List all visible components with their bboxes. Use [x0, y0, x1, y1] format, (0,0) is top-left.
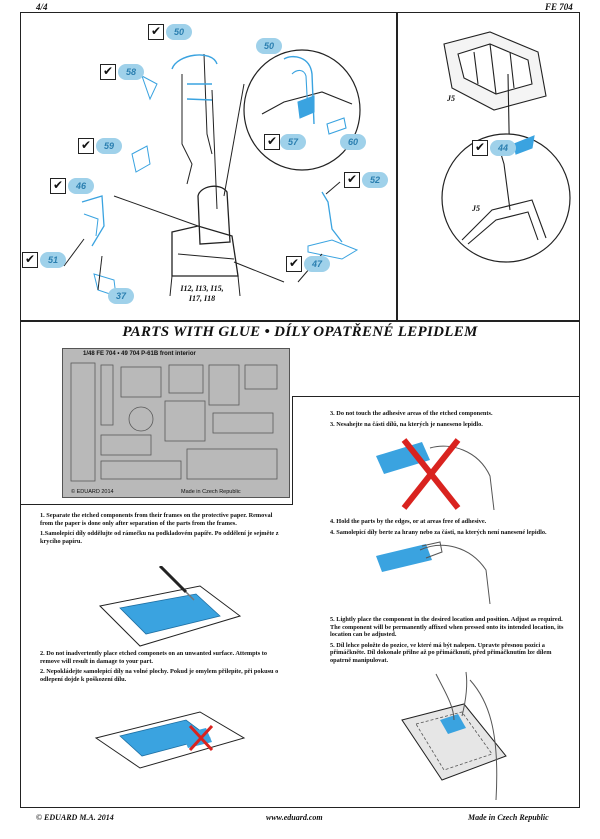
step-57: 57 [280, 134, 306, 150]
check-51[interactable]: ✔ [22, 252, 38, 268]
page-number: 4/4 [36, 2, 48, 12]
instruction-5-cz: 5. Díl lehce položte do pozice, ve které… [330, 641, 552, 664]
instruction-1-cz: 1.Samolepicí díly oddělujte od rámečku n… [40, 530, 279, 545]
seat-assembly-drawing [63, 49, 361, 297]
fret-copyright: © EDUARD 2014 [71, 489, 114, 495]
instruction-3-cz: 3. Nesahejte na části dílů, na kterých j… [330, 420, 483, 428]
instruction-1-en: 1. Separate the etched components from t… [40, 512, 273, 527]
instruction-4-cz: 4. Samolepicí díly berte za hrany nebo z… [330, 528, 547, 536]
instr-box-split [20, 504, 293, 505]
check-59[interactable]: ✔ [78, 138, 94, 154]
instr-box-left [292, 396, 293, 504]
step-37: 37 [108, 288, 134, 304]
instruction-3-en: 3. Do not touch the adhesive areas of th… [330, 410, 493, 417]
seat-parts-label: I12, I13, I15, I17, I18 [180, 284, 224, 303]
check-52[interactable]: ✔ [344, 172, 360, 188]
instr-box-top [292, 396, 580, 397]
instruction-1: 1. Separate the etched components from t… [40, 512, 280, 548]
canopy-drawing [441, 31, 571, 263]
instruction-5: 5. Lightly place the component in the de… [330, 616, 570, 668]
check-44[interactable]: ✔ [472, 140, 488, 156]
fret-title: 1/48 FE 704 • 49 704 P-61B front interio… [83, 351, 196, 357]
instruction-2-en: 2. Do not inadvertently place etched com… [40, 650, 268, 665]
check-58[interactable]: ✔ [100, 64, 116, 80]
step-52: 52 [362, 172, 388, 188]
product-code: FE 704 [545, 2, 573, 12]
step-60: 60 [340, 134, 366, 150]
check-50a[interactable]: ✔ [148, 24, 164, 40]
step-46: 46 [68, 178, 94, 194]
instruction-2: 2. Do not inadvertently place etched com… [40, 650, 280, 686]
j5-bottom-label: J5 [472, 204, 480, 213]
step-44: 44 [490, 140, 516, 156]
section-title: PARTS WITH GLUE • DÍLY OPATŘENÉ LEPIDLEM [122, 324, 478, 340]
instruction-4: 4. Hold the parts by the edges, or at ar… [330, 518, 570, 539]
photo-etch-fret: 1/48 FE 704 • 49 704 P-61B front interio… [62, 348, 290, 498]
fret-parts [70, 362, 278, 482]
step-59: 59 [96, 138, 122, 154]
step-47: 47 [304, 256, 330, 272]
footer-made-in: Made in Czech Republic [468, 813, 549, 822]
instruction-4-en: 4. Hold the parts by the edges, or at ar… [330, 518, 487, 525]
step-50a: 50 [166, 24, 192, 40]
instruction-3: 3. Do not touch the adhesive areas of th… [330, 410, 570, 431]
footer-copyright: © EDUARD M.A. 2014 [36, 813, 114, 822]
footer-website[interactable]: www.eduard.com [266, 813, 323, 822]
check-57[interactable]: ✔ [264, 134, 280, 150]
place-part-illustration [401, 671, 507, 801]
page-frame [20, 12, 580, 808]
fret-made-in: Made in Czech Republic [181, 489, 241, 495]
check-47[interactable]: ✔ [286, 256, 302, 272]
instruction-5-en: 5. Lightly place the component in the de… [330, 616, 564, 639]
do-not-touch-illustration [376, 438, 495, 511]
step-50b: 50 [256, 38, 282, 54]
j5-top-label: J5 [447, 94, 455, 103]
step-51: 51 [40, 252, 66, 268]
check-46[interactable]: ✔ [50, 178, 66, 194]
hold-edges-illustration [376, 541, 491, 605]
divider-vertical [396, 12, 398, 320]
step-58: 58 [118, 64, 144, 80]
divider-horizontal [20, 320, 580, 322]
instruction-2-cz: 2. Nepokládejte samolepicí díly na volné… [40, 668, 279, 683]
separate-parts-illustration [98, 566, 242, 647]
wrong-surface-illustration [94, 711, 246, 769]
